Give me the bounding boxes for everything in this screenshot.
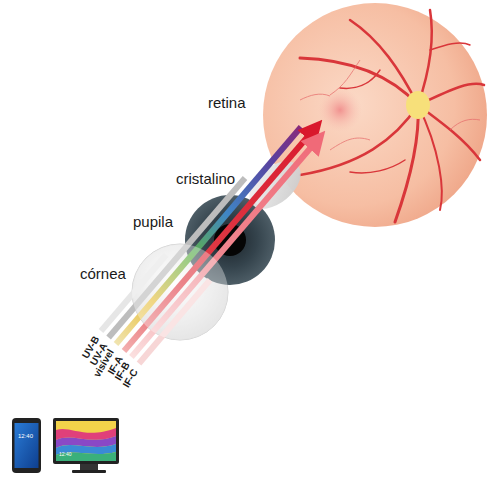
part-label: cristalino (176, 171, 235, 186)
part-label: pupila (133, 214, 173, 229)
part-label: córnea (80, 266, 126, 281)
screen-time: 12:40 (59, 452, 72, 457)
screen-time: 12:40 (18, 433, 33, 439)
part-label: retina (208, 95, 246, 110)
